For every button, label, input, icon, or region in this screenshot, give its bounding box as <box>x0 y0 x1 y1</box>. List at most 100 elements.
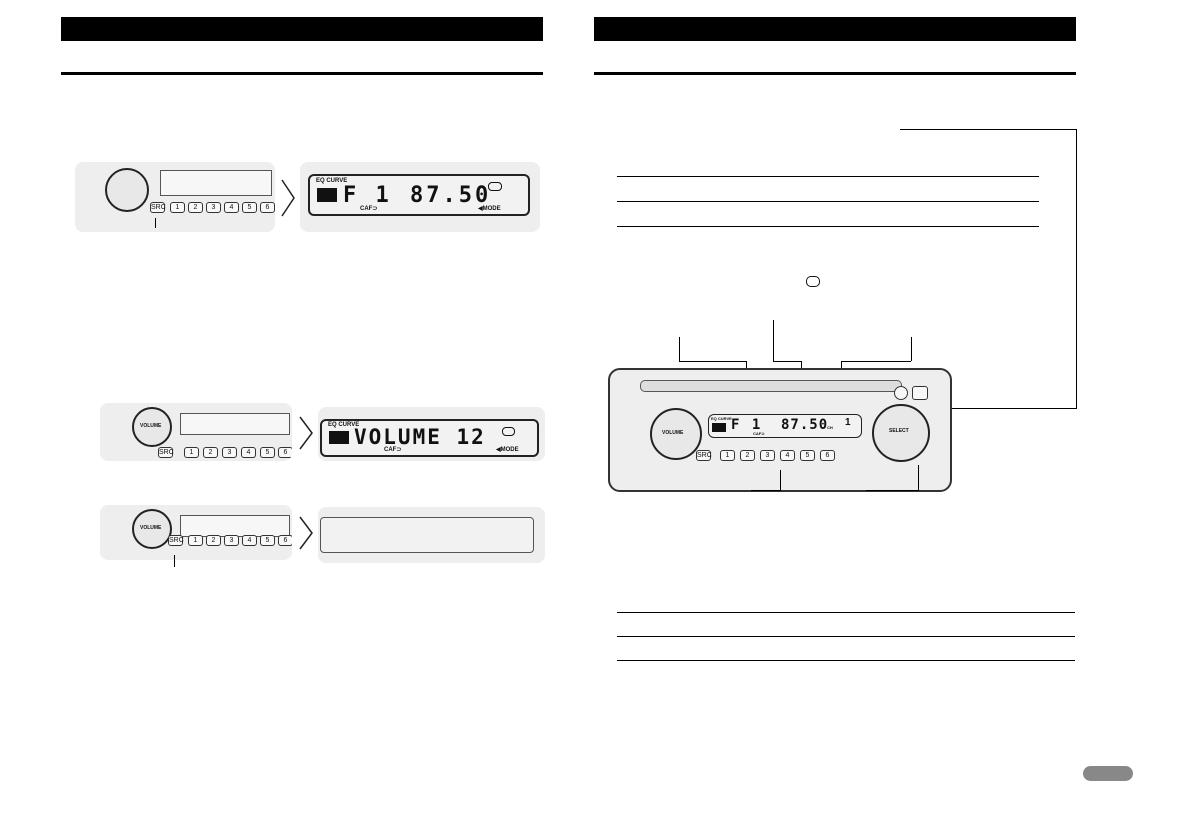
preset-button: 5 <box>242 202 257 213</box>
callout-line <box>866 490 919 491</box>
table-rule <box>617 226 1039 227</box>
stereo-icon <box>806 276 820 287</box>
callout-line <box>911 337 912 361</box>
mode-label: ◀MODE <box>478 206 501 212</box>
preset-button: 1 <box>184 447 199 458</box>
callout-line <box>773 361 801 362</box>
blank-lcd <box>320 517 534 553</box>
frequency-text: 87.50 <box>410 183 492 208</box>
preset-button: 2 <box>203 447 218 458</box>
eq-graph-icon <box>329 431 349 444</box>
table-rule <box>617 176 1039 177</box>
eq-graph-icon <box>317 188 337 202</box>
preset-button: 4 <box>780 450 795 461</box>
preset-button: 4 <box>224 202 239 213</box>
head-unit-panel: VOLUME SRC 1 2 3 4 5 6 <box>100 403 292 461</box>
lcd-display: EQ CURVE F 1 87.50 CAF⊃ ◀MODE <box>308 174 530 216</box>
preset-button: 5 <box>260 535 275 546</box>
right-section-rule <box>594 72 1076 75</box>
eq-curve-label: EQ CURVE <box>328 422 360 428</box>
eq-curve-label: EQ CURVE <box>316 178 348 184</box>
src-button: SRC <box>158 447 174 458</box>
src-button: SRC <box>696 450 712 461</box>
select-joystick <box>872 404 930 462</box>
table-rule <box>617 612 1075 613</box>
display-panel <box>318 507 545 563</box>
eq-curve-label: EQ CURVE <box>711 416 732 421</box>
volume-label: VOLUME <box>662 430 684 436</box>
preset-button: 1 <box>188 535 203 546</box>
eq-graph-icon <box>712 423 726 432</box>
table-rule <box>617 660 1075 661</box>
callout-line <box>780 470 781 490</box>
af-indicator: CAF⊃ <box>384 447 402 453</box>
af-indicator: CAF⊃ <box>360 206 378 212</box>
table-rule <box>617 636 1075 637</box>
right-header-bar <box>594 17 1076 41</box>
callout-line <box>918 465 919 490</box>
callout-line <box>751 490 781 491</box>
eject-icon <box>912 386 928 400</box>
bracket-line-top <box>900 129 1076 130</box>
preset-button: 5 <box>260 447 275 458</box>
preset-button: 6 <box>278 447 292 458</box>
preset-button: 2 <box>206 535 221 546</box>
display-panel: EQ CURVE F 1 87.50 CAF⊃ ◀MODE <box>300 162 540 232</box>
volume-text: VOLUME 12 <box>354 425 486 449</box>
volume-knob <box>132 509 172 549</box>
lcd-display: EQ CURVE F 1 87.50 CH 1 CAF⊃ <box>708 414 862 438</box>
volume-knob <box>132 407 172 447</box>
callout-line <box>174 555 175 567</box>
left-header-bar <box>61 17 543 41</box>
preset-button: 1 <box>170 202 185 213</box>
head-unit-panel: VOLUME SRC 1 2 3 4 5 6 <box>100 505 292 560</box>
callout-line <box>155 218 156 228</box>
stereo-icon <box>502 427 515 436</box>
chevron-right-icon <box>299 516 313 550</box>
preset-button: 6 <box>260 202 275 213</box>
power-icon <box>894 386 908 400</box>
preset-button: 1 <box>720 450 735 461</box>
band-text: F 1 <box>343 183 392 208</box>
volume-knob <box>105 168 149 212</box>
src-button: SRC <box>150 202 166 213</box>
volume-label: VOLUME <box>140 525 162 531</box>
figure-1: SRC 1 2 3 4 5 6 EQ CURVE F 1 87.50 CAF⊃ … <box>75 158 540 240</box>
preset-button: 6 <box>278 535 292 546</box>
preset-button: 3 <box>222 447 237 458</box>
volume-label: VOLUME <box>140 423 162 429</box>
preset-button: 3 <box>224 535 239 546</box>
preset-button: 3 <box>206 202 221 213</box>
stereo-icon <box>488 182 502 191</box>
bracket-line-vertical <box>1076 129 1077 409</box>
bracket-line-bottom <box>930 408 1077 409</box>
figure-2: VOLUME SRC 1 2 3 4 5 6 EQ CURVE VOLUME 1… <box>100 403 545 463</box>
frequency-text: 87.50 <box>781 417 829 433</box>
volume-knob <box>650 408 702 460</box>
preset-button: 3 <box>760 450 775 461</box>
callout-line <box>679 337 680 361</box>
table-rule <box>617 201 1039 202</box>
head-unit-panel: SRC 1 2 3 4 5 6 <box>75 162 275 232</box>
page-tab <box>1083 766 1133 781</box>
callout-line <box>841 361 911 362</box>
preset-button: 2 <box>188 202 203 213</box>
mode-label: ◀MODE <box>496 447 519 453</box>
src-button: SRC <box>168 535 184 546</box>
preset-button: 6 <box>820 450 835 461</box>
chevron-right-icon <box>281 179 295 217</box>
preset-button: 4 <box>241 447 256 458</box>
band-text: F 1 <box>731 417 763 433</box>
right-figure: VOLUME EQ CURVE F 1 87.50 CH 1 CAF⊃ SELE… <box>596 320 961 495</box>
preset-button: 2 <box>740 450 755 461</box>
af-indicator: CAF⊃ <box>753 431 765 436</box>
chevron-right-icon <box>299 416 313 450</box>
display-panel: EQ CURVE VOLUME 12 CAF⊃ ◀MODE <box>318 407 545 461</box>
callout-line <box>679 361 746 362</box>
figure-3: VOLUME SRC 1 2 3 4 5 6 <box>100 505 545 570</box>
preset-button: 5 <box>800 450 815 461</box>
left-section-rule <box>61 72 543 75</box>
ch-value: 1 <box>845 417 851 428</box>
ch-label: CH <box>827 425 833 430</box>
lcd-display: EQ CURVE VOLUME 12 CAF⊃ ◀MODE <box>320 419 539 457</box>
